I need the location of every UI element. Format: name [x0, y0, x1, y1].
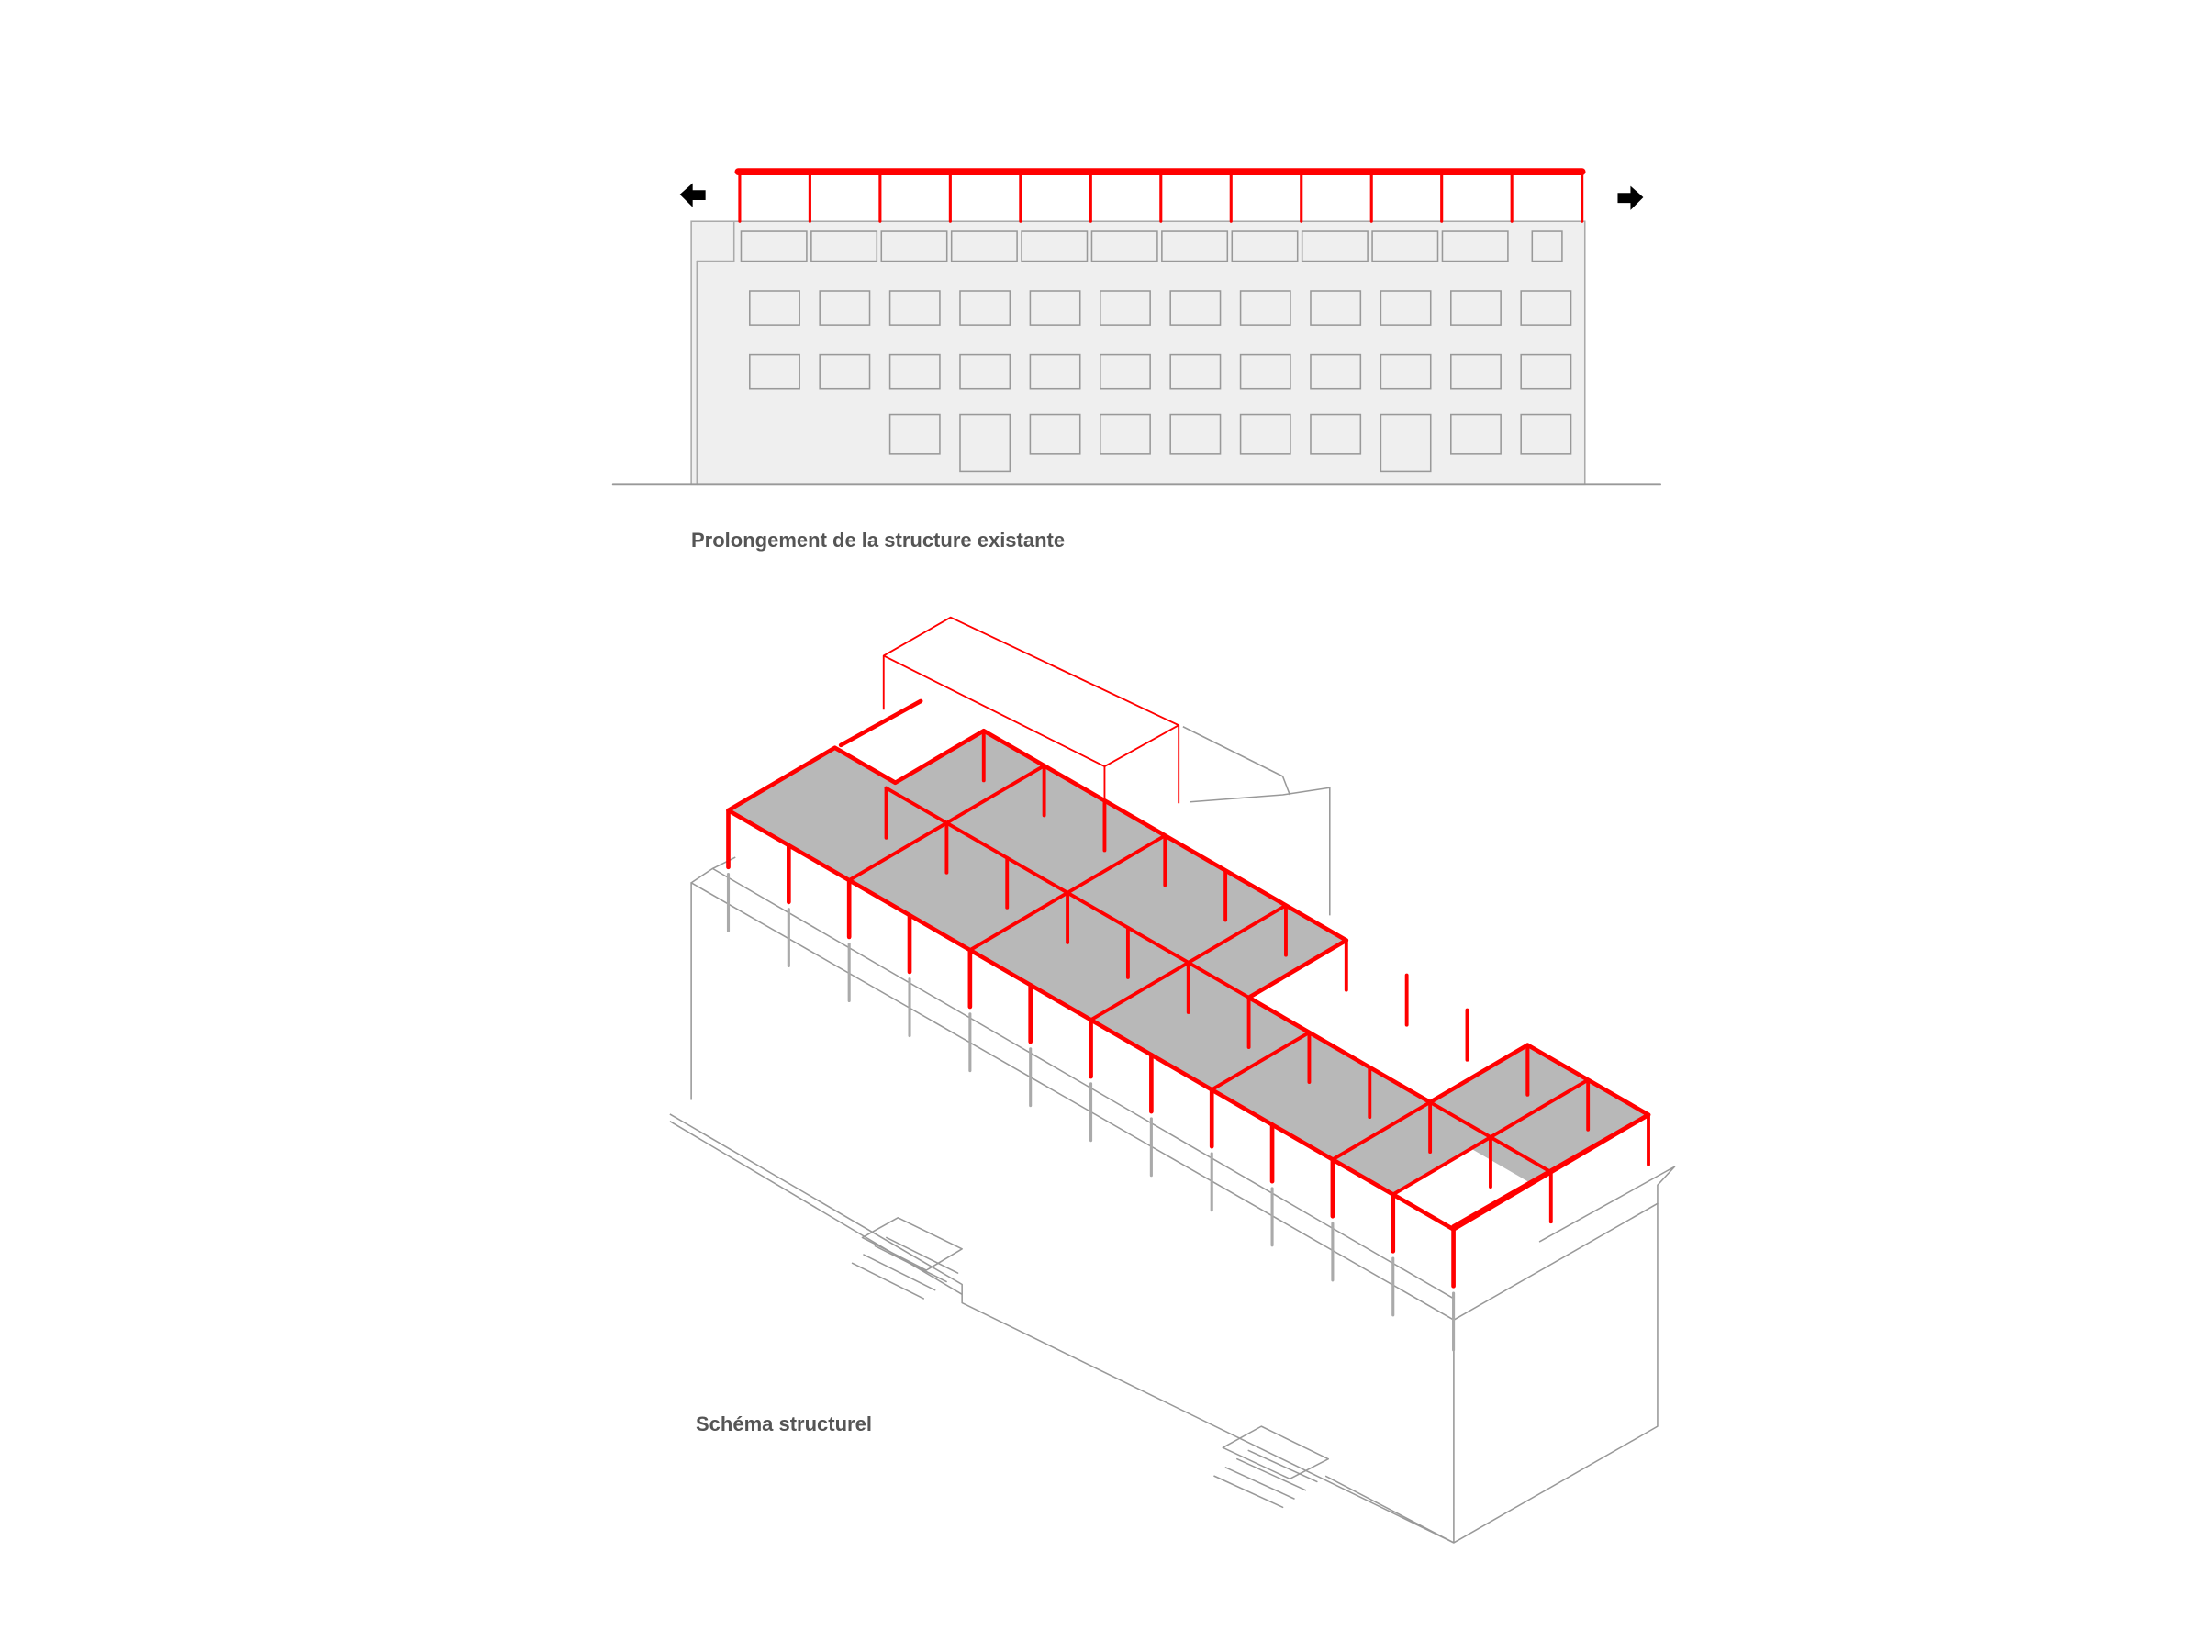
attic-window: [1531, 230, 1563, 262]
existing-back-wall: [1190, 787, 1331, 916]
window: [1450, 413, 1502, 455]
window: [1239, 290, 1291, 326]
annex-volume: [882, 616, 1180, 804]
window: [1029, 353, 1081, 390]
axonometric-caption: Schéma structurel: [696, 1412, 872, 1435]
window: [1029, 413, 1081, 455]
stair-step: [1224, 1467, 1295, 1500]
window: [1310, 413, 1362, 455]
existing-roof-edge: [1453, 1202, 1659, 1321]
ground-line: [1324, 1475, 1455, 1544]
window: [749, 290, 800, 326]
window: [888, 413, 941, 455]
door: [1380, 413, 1432, 473]
window: [959, 353, 1011, 390]
elevation-caption: Prolongement de la structure existante: [691, 529, 1066, 552]
window: [749, 353, 800, 390]
stair-step: [1236, 1457, 1307, 1491]
ground-line: [669, 1120, 963, 1295]
facade-wall: [690, 220, 1586, 486]
window: [1169, 413, 1222, 455]
stair-step: [1247, 1449, 1318, 1483]
window: [1239, 353, 1291, 390]
attic-window: [740, 230, 808, 262]
attic-window: [1021, 230, 1089, 262]
arrow-right-icon: [1617, 185, 1644, 210]
stair-step: [1213, 1475, 1284, 1509]
stair-step: [863, 1254, 936, 1291]
attic-window: [1231, 230, 1299, 262]
attic-window: [950, 230, 1018, 262]
window: [1100, 290, 1151, 326]
open-bay: [1392, 1148, 1532, 1230]
attic-window: [1441, 230, 1509, 262]
annex-beam: [838, 698, 923, 748]
window: [819, 353, 871, 390]
attic-window: [1371, 230, 1439, 262]
window: [1520, 353, 1572, 390]
attic-window: [880, 230, 948, 262]
beam: [1330, 1100, 1433, 1162]
window: [1380, 353, 1432, 390]
window: [1169, 353, 1222, 390]
window: [1450, 353, 1502, 390]
window: [1520, 413, 1572, 455]
facade-elevation: [611, 168, 1661, 486]
beam: [1210, 1030, 1312, 1092]
attic-window: [1301, 230, 1369, 262]
arrow-left-icon: [679, 183, 706, 207]
attic-window: [810, 230, 878, 262]
stair-landing: [861, 1217, 963, 1271]
window: [1520, 290, 1572, 326]
stair-step: [851, 1262, 925, 1300]
existing-back-wall: [1182, 726, 1291, 796]
ground-line: [669, 1113, 1455, 1544]
slab-edge-beam: [1451, 1112, 1651, 1229]
existing-roof-edge: [690, 882, 1455, 1321]
door: [959, 413, 1011, 473]
window: [1100, 353, 1151, 390]
parapet-edge: [712, 856, 736, 870]
window: [888, 290, 941, 326]
window: [819, 290, 871, 326]
stair-step: [886, 1236, 959, 1274]
window: [1380, 290, 1432, 326]
stair-step: [874, 1245, 947, 1283]
window: [1029, 290, 1081, 326]
window: [1239, 413, 1291, 455]
attic-window: [1090, 230, 1158, 262]
window: [1310, 353, 1362, 390]
stair-landing: [1222, 1425, 1330, 1480]
window: [1100, 413, 1151, 455]
beam: [884, 786, 1553, 1175]
window: [959, 290, 1011, 326]
annex-volume: [883, 654, 1179, 767]
attic-window: [1161, 230, 1229, 262]
window: [1450, 290, 1502, 326]
window: [1169, 290, 1222, 326]
structural-axonometric: [669, 616, 1676, 1544]
window: [888, 353, 941, 390]
window: [1310, 290, 1362, 326]
